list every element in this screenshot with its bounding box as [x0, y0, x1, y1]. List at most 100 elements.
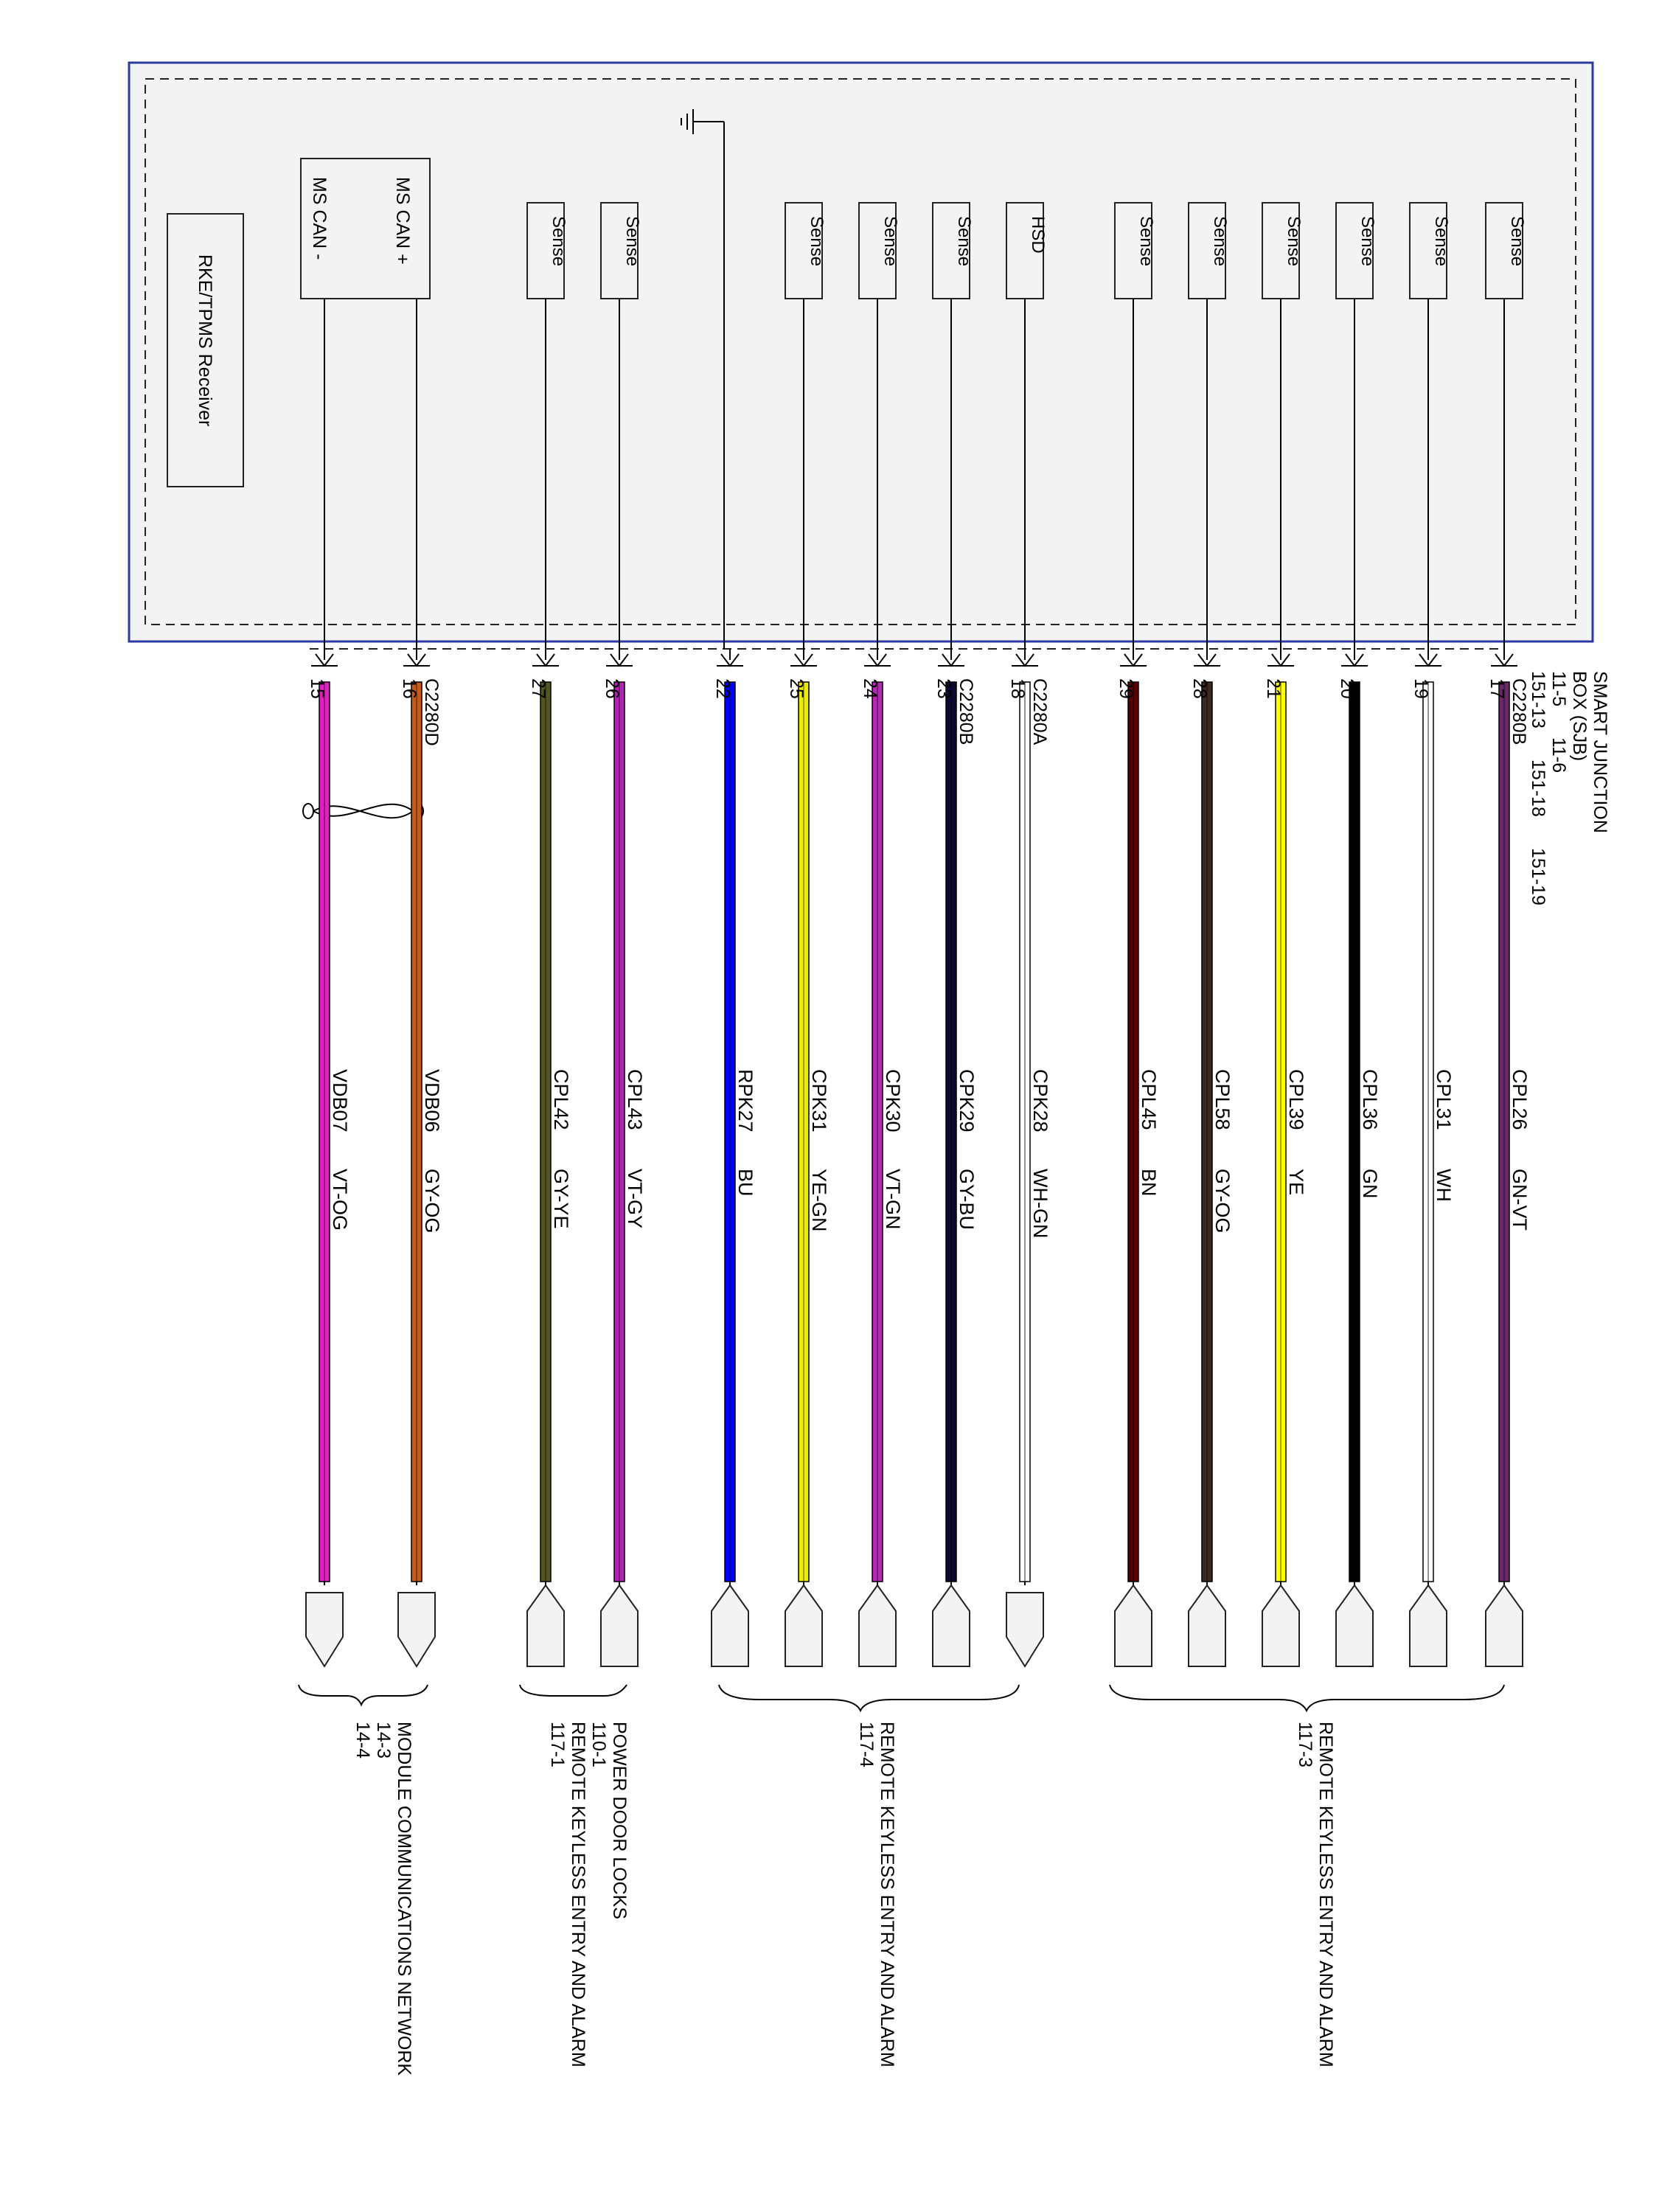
circuit-box-label: Sense [1507, 216, 1527, 266]
module-name-line-2: BOX (SJB) [1569, 671, 1590, 761]
destination-connector-icon [600, 1584, 639, 1667]
color-code: WH-GN [1029, 1169, 1051, 1238]
destination-3-line-1: POWER DOOR LOCKS [609, 1722, 630, 1919]
module-ref-3: 151-13 [1528, 671, 1548, 728]
destination-4-line-2: 14-3 [373, 1722, 394, 1759]
pin-number: 26 [602, 678, 622, 699]
circuit-id: CPK29 [956, 1069, 978, 1133]
destination-4-line-3: 14-4 [352, 1722, 373, 1759]
module-name: SMART JUNCTION BOX (SJB) 11-5 11-6 151-1… [1528, 671, 1610, 905]
circuit-box [1409, 202, 1447, 299]
pin-number: 22 [712, 678, 733, 699]
destination-connector-icon [526, 1584, 565, 1667]
pin-number: 25 [786, 678, 807, 699]
circuit-box-label: Sense [622, 216, 642, 266]
circuit-box-label: Sense [880, 216, 900, 266]
pin-number: 27 [528, 678, 549, 699]
circuit-box-label: Sense [807, 216, 827, 266]
connector-id: C2280B [956, 678, 976, 745]
circuit-box [1335, 202, 1374, 299]
destination-3-line-3: REMOTE KEYLESS ENTRY AND ALARM [568, 1722, 588, 2067]
destination-braces [298, 1684, 1505, 1713]
circuit-id: CPK30 [882, 1069, 904, 1133]
module-inner-dashed [145, 78, 1576, 625]
circuit-id: RPK27 [734, 1069, 757, 1133]
circuit-box [600, 202, 639, 299]
circuit-box-label: HSD [1028, 216, 1048, 254]
circuit-box [1188, 202, 1226, 299]
circuit-box-label: Sense [1357, 216, 1377, 266]
module-ref-4: 151-18 [1528, 759, 1548, 817]
color-code: YE-GN [808, 1169, 830, 1232]
module-ref-5: 151-19 [1528, 848, 1548, 905]
color-code: GY-BU [956, 1169, 978, 1230]
destination-connector-icon [1188, 1584, 1226, 1667]
pin-number: 18 [1007, 678, 1028, 699]
destination-1-line-2: 117-3 [1295, 1722, 1315, 1767]
circuit-id: VDB07 [329, 1069, 351, 1133]
destination-connector-icon [1006, 1592, 1044, 1668]
receiver-label: RKE/TPMS Receiver [195, 254, 215, 426]
destination-connector-icon [711, 1584, 749, 1667]
circuit-id: CPL58 [1211, 1069, 1234, 1130]
module-name-line-1: SMART JUNCTION [1590, 671, 1610, 833]
circuit-box [526, 202, 565, 299]
color-code: GY-OG [1211, 1169, 1234, 1234]
pin-number: 28 [1189, 678, 1210, 699]
destination-2-line-2: 117-4 [856, 1722, 877, 1767]
destination-connector-icon [858, 1584, 897, 1667]
circuit-id: CPK28 [1029, 1069, 1051, 1133]
color-code: VT-GN [882, 1169, 904, 1230]
circuit-id: CPK31 [808, 1069, 830, 1133]
destination-connector-icon [785, 1584, 823, 1667]
circuit-box [1114, 202, 1152, 299]
pin-number: 29 [1116, 678, 1136, 699]
destination-connector-icon [1335, 1584, 1374, 1667]
circuit-box [932, 202, 970, 299]
color-code: GY-YE [550, 1169, 572, 1229]
destination-1-line-1: REMOTE KEYLESS ENTRY AND ALARM [1315, 1722, 1336, 2067]
circuit-box-label: Sense [1284, 216, 1304, 266]
destination-connector-icon [1485, 1584, 1523, 1667]
destination-connector-icon [305, 1592, 344, 1668]
pin-number: 16 [399, 678, 420, 699]
module-ref-2: 11-6 [1548, 737, 1569, 773]
connector-id: C2280A [1029, 678, 1050, 745]
pin-number: 24 [860, 678, 880, 699]
destination-connector-icon [932, 1584, 970, 1667]
circuit-id: VDB06 [421, 1069, 443, 1133]
circuit-id: CPL45 [1138, 1069, 1160, 1130]
circuit-box-label: Sense [1210, 216, 1230, 266]
receiver-box [167, 213, 244, 487]
color-code: YE [1285, 1169, 1307, 1195]
ms-can-plus-label: MS CAN + [392, 177, 413, 265]
color-code: BU [734, 1169, 757, 1197]
destination-connector-icon [1409, 1584, 1447, 1667]
color-code: BN [1138, 1169, 1160, 1197]
color-code: VT-GY [624, 1169, 646, 1228]
circuit-id: CPL43 [624, 1069, 646, 1130]
pin-number: 17 [1486, 678, 1507, 699]
pin-number: 23 [933, 678, 954, 699]
destination-connector-icon [1262, 1584, 1300, 1667]
color-code: GN-VT [1509, 1169, 1531, 1231]
destination-3-line-4: 117-1 [547, 1722, 568, 1767]
pin-number: 15 [307, 678, 327, 699]
pin-number: 20 [1337, 678, 1357, 699]
color-code: VT-OG [329, 1169, 351, 1231]
destination-connector-icon [397, 1592, 436, 1668]
pin-number: 21 [1263, 678, 1284, 699]
destination-3-line-2: 110-1 [588, 1722, 609, 1767]
